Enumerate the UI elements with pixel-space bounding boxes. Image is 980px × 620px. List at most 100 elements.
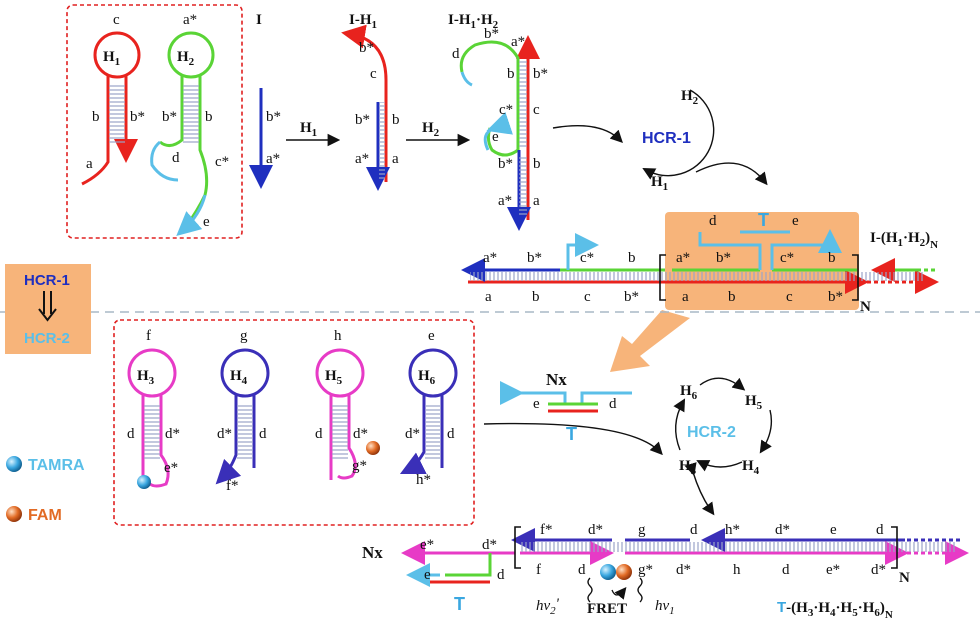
h5-tail: g* — [352, 458, 367, 474]
hcr2-cycle-label: HCR-2 — [687, 424, 736, 441]
poly-top-2: c* — [580, 250, 594, 266]
hairpin-h4 — [215, 348, 270, 485]
final-bot-3: d* — [676, 562, 691, 578]
poly-t-label: T — [758, 210, 769, 230]
orange-transfer-arrow — [610, 310, 690, 372]
final-bot-6: e* — [826, 562, 840, 578]
i-h1-h2-s2r: c — [533, 102, 540, 118]
polymer-strands — [461, 229, 939, 301]
switch-double-arrow — [38, 291, 57, 322]
h6-loop: e — [428, 328, 435, 344]
h1-loop-label: c — [113, 12, 120, 28]
h4-title: H4 — [230, 368, 248, 387]
legend-tamra: TAMRA — [28, 457, 85, 474]
final-top-5: d* — [775, 522, 790, 538]
h4-stem-right: d — [259, 426, 267, 442]
h3-tail: e* — [164, 460, 178, 476]
h3-stem-left: d — [127, 426, 135, 442]
h2-tail-d-label: d — [172, 150, 180, 166]
nx-complex — [500, 381, 632, 413]
tamra-bead-icon — [6, 456, 22, 472]
final-top-7: d — [876, 522, 884, 538]
arrow-to-hcr1 — [552, 125, 623, 143]
final-top-6: e — [830, 522, 837, 538]
i-h1-h2-s3l: b* — [498, 156, 513, 172]
h5-fam-bead — [366, 441, 380, 455]
final-bot-0: f — [536, 562, 541, 578]
poly-bot-0: a — [485, 289, 492, 305]
final-top-3: d — [690, 522, 698, 538]
i-h1-h2-top-left: b* — [484, 26, 499, 42]
final-bot-1: d — [578, 562, 586, 578]
final-t: T — [454, 594, 465, 614]
h4-tail: f* — [226, 478, 239, 494]
h4-stem-left: d* — [217, 426, 232, 442]
fam-bead-icon — [6, 506, 22, 522]
i-h1-h2-e: e — [492, 129, 499, 145]
final-d: d — [497, 567, 505, 583]
switch-bottom-label: HCR-2 — [24, 330, 70, 347]
h5-stem-right: d* — [353, 426, 368, 442]
hcr1-cycle — [642, 89, 768, 186]
complex-i-h1-h2 — [459, 35, 540, 231]
i-h1-h2-s3r: b — [533, 156, 541, 172]
h2-tail-e-label: e — [203, 214, 210, 230]
i-h1-l1-label: b* — [355, 112, 370, 128]
h5-stem-left: d — [315, 426, 323, 442]
hairpin-h1 — [81, 31, 141, 186]
poly-t-e: e — [792, 213, 799, 229]
polymer-top-labels: a* b* c* b a* b* c* b — [483, 250, 836, 266]
poly-top-3: b — [628, 250, 636, 266]
poly-bot-3: b* — [624, 289, 639, 305]
poly-top-6: c* — [780, 250, 794, 266]
h5-loop: h — [334, 328, 342, 344]
i-h1-h2-s1r: b* — [533, 66, 548, 82]
poly-top-7: b — [828, 250, 836, 266]
poly-top-4: a* — [676, 250, 690, 266]
hcr1-h1-label: H1 — [651, 174, 668, 193]
final-tamra-bead — [600, 564, 616, 580]
hairpin-box-h1-h2 — [66, 4, 243, 239]
hairpin-h2 — [150, 31, 215, 236]
poly-top-0: a* — [483, 250, 497, 266]
final-bot-7: d* — [871, 562, 886, 578]
polymer-title: I-(H1·H2)N — [870, 230, 938, 251]
hcr2-h6: H6 — [680, 383, 698, 402]
i-h1-r1-label: b — [392, 112, 400, 128]
poly-top-5: b* — [716, 250, 731, 266]
nx-title: Nx — [546, 370, 567, 389]
final-e: e — [424, 567, 431, 583]
final-product-label: T-(H3·H4·H5·H6)N — [777, 599, 893, 620]
final-d-star: d* — [482, 537, 497, 553]
i-h1-title: I-H1 — [349, 12, 377, 31]
hcr-switch-box — [5, 264, 91, 354]
h3-stem-right: d* — [165, 426, 180, 442]
switch-top-label: HCR-1 — [24, 272, 70, 289]
initiator-bottom-label: a* — [266, 151, 280, 167]
final-bot-5: d — [782, 562, 790, 578]
hcr2-h4: H4 — [742, 458, 760, 477]
i-h1-h2-d: d — [452, 46, 460, 62]
complex-i-h1 — [341, 24, 390, 191]
final-top-2: g — [638, 522, 646, 538]
nx-t: T — [566, 424, 577, 444]
hcr2-h3: H3 — [679, 458, 697, 477]
i-h1-r2-label: a — [392, 151, 399, 167]
i-h1-overhang-label: b* — [359, 40, 374, 56]
final-bot-4: h — [733, 562, 741, 578]
arrow-to-hcr2 — [483, 422, 663, 456]
h2-loop-label: a* — [183, 12, 197, 28]
hairpin-h5 — [315, 348, 380, 480]
h2-title: H2 — [177, 49, 195, 68]
i-h1-h2-s4l: a* — [498, 193, 512, 209]
final-top-labels: f* d* g d h* d* e d — [540, 522, 884, 538]
h6-title: H6 — [418, 368, 436, 387]
final-nx: Nx — [362, 543, 383, 562]
hcr1-h2-label: H2 — [681, 88, 699, 107]
h6-stem-right: d — [447, 426, 455, 442]
hairpin-h6 — [399, 348, 458, 475]
final-top-1: d* — [588, 522, 603, 538]
t-binding-highlight — [665, 212, 859, 310]
h3-title: H3 — [137, 368, 155, 387]
